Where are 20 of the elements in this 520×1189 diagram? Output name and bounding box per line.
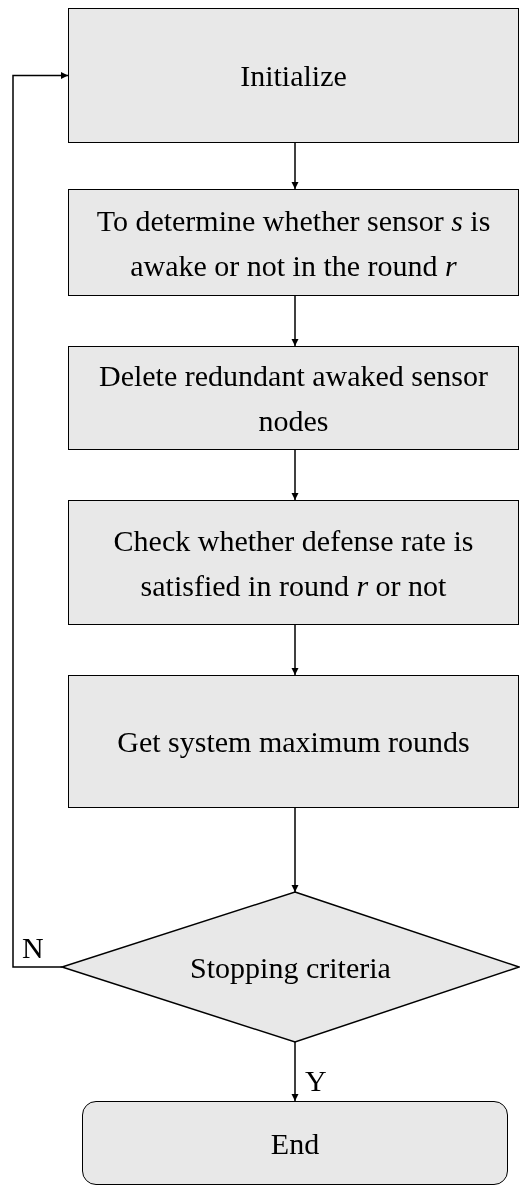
node-text: To determine whether sensor s is awake or not in the round r	[95, 202, 492, 284]
node-text: Stopping criteria	[190, 949, 391, 986]
node-text: End	[270, 1125, 320, 1162]
process-box	[68, 189, 519, 296]
node-text: Initialize	[240, 58, 347, 94]
arrow	[291, 142, 299, 190]
process-box	[68, 346, 519, 450]
arrow	[291, 807, 299, 893]
arrow	[291, 295, 299, 347]
node-text: Delete redundant awaked sensor nodes	[98, 358, 489, 439]
node-text: Get system maximum rounds	[117, 724, 470, 760]
arrow	[12, 71, 69, 968]
arrow	[291, 1041, 299, 1102]
terminal-box	[82, 1101, 508, 1185]
process-box	[68, 675, 519, 808]
arrow	[291, 449, 299, 501]
node-text: Check whether defense rate is satisfied in round r or not	[112, 522, 475, 604]
arrow	[291, 624, 299, 676]
process-box	[68, 8, 519, 143]
process-box	[68, 500, 519, 625]
